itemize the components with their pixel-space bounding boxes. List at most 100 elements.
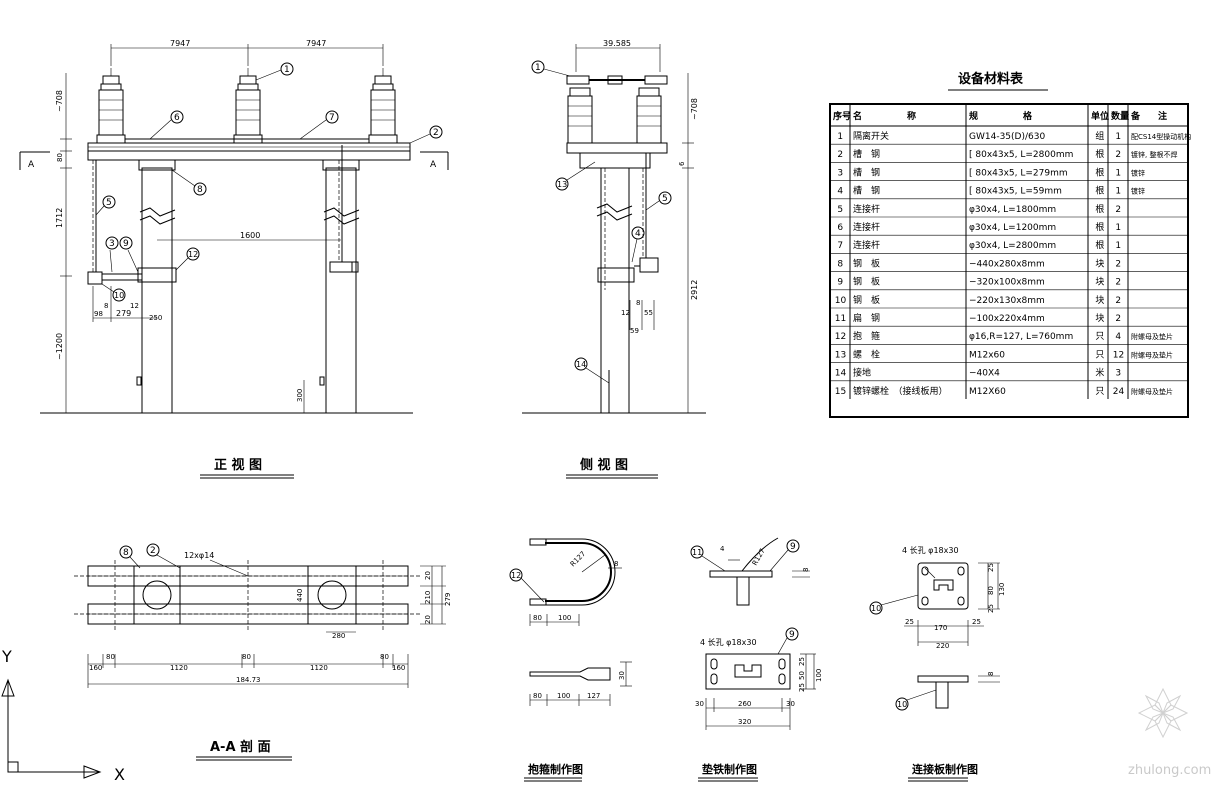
- blade-joint: [607, 75, 623, 85]
- front-view: 1600 7947 7947 ~708 80 1712 ~1200 A A 98…: [19, 39, 449, 479]
- dim-100-flat: 100: [557, 692, 570, 700]
- dim-80-a: 80: [106, 653, 115, 661]
- side-view: 39.585 ~708 6 2912 8 12 55 59 1 13 5 4 1…: [522, 39, 706, 479]
- dim-80-b: 80: [242, 653, 251, 661]
- dim-8: 8: [104, 302, 108, 310]
- clamp-detail: R127 8 12 80 100 30 80 100 127 抱箍制作图: [509, 538, 632, 782]
- ground-clamp: [319, 376, 325, 386]
- dim-279: 279: [444, 593, 452, 606]
- table-cell: 3: [1115, 369, 1121, 379]
- table-cell: 1: [837, 132, 843, 142]
- slot-hole: [957, 566, 965, 576]
- svg-text:2: 2: [150, 546, 156, 556]
- table-cell: 12: [1113, 350, 1124, 360]
- table-cell: [ 80x43x5, L=279mm: [969, 168, 1068, 178]
- table-cell: 2: [1115, 278, 1121, 288]
- dim-12: 12: [130, 302, 139, 310]
- table-cell: 只: [1095, 350, 1104, 360]
- table-cell: 4: [1115, 332, 1121, 342]
- table-cell: 2: [1115, 259, 1121, 269]
- table-cell: 配CS14型操动机构: [1131, 132, 1191, 141]
- y-axis-label: Y: [1, 647, 12, 666]
- x-arrow-icon: [83, 765, 102, 779]
- table-cell: φ30x4, L=2800mm: [969, 241, 1056, 251]
- plate-web: [933, 579, 954, 591]
- pad-arc: [741, 537, 779, 572]
- mechanism-box: [329, 261, 353, 273]
- svg-text:8: 8: [197, 185, 203, 195]
- dim-25-a: 25: [798, 657, 806, 666]
- dim-250: 250: [149, 314, 162, 322]
- pad-web-plan: [734, 664, 762, 678]
- table-cell: 2: [837, 150, 843, 160]
- balloon-3: 3: [105, 236, 119, 273]
- pad-plate: [709, 570, 773, 578]
- mount-plate: [579, 152, 651, 169]
- front-view-title: 正 视 图: [214, 457, 262, 473]
- balloon-4: 4: [631, 226, 645, 263]
- svg-text:3: 3: [109, 239, 115, 249]
- balloon-11: 11: [690, 545, 726, 572]
- crossarm-channel-lower: [87, 150, 411, 161]
- dim-160-b: 160: [392, 664, 405, 672]
- table-header-cell: 序号: [833, 110, 851, 122]
- balloon-1: 1: [255, 62, 294, 81]
- dim-50: 50: [798, 671, 806, 680]
- pole-right: [325, 167, 357, 414]
- table-cell: 抱 箍: [853, 330, 880, 342]
- table-cell: 槽 钢: [853, 166, 880, 178]
- table-cell: 10: [835, 296, 847, 306]
- dim-12: 12: [621, 309, 630, 317]
- dim-160-a: 160: [89, 664, 102, 672]
- slot-hole: [710, 658, 718, 670]
- table-frame: [829, 103, 1189, 418]
- pole-circle: [142, 580, 172, 610]
- balloon-5: 5: [95, 195, 116, 216]
- table-cell: 6: [837, 223, 843, 233]
- dim-20-top: 20: [424, 571, 432, 580]
- table-cell: 连接杆: [853, 203, 880, 215]
- table-cell: 15: [835, 387, 846, 397]
- table-cell: 24: [1113, 387, 1125, 397]
- watermark-logo-icon: [1137, 687, 1189, 739]
- dim-100: 100: [815, 669, 823, 682]
- table-cell: 钢 板: [853, 294, 880, 306]
- table-cell: 块: [1095, 312, 1104, 324]
- clamp-flat: [529, 667, 611, 681]
- pad-title: 垫铁制作图: [702, 762, 757, 776]
- side-view-title: 侧 视 图: [580, 457, 628, 473]
- clamp-band: [137, 267, 177, 283]
- watermark: zhulong.com: [1128, 687, 1211, 778]
- table-header-cell: 数量: [1111, 110, 1129, 122]
- svg-text:6: 6: [174, 113, 180, 123]
- balloon-9b: 9: [777, 627, 799, 655]
- balloon-6: 6: [149, 110, 184, 140]
- table-cell: 12: [835, 332, 846, 342]
- table-cell: 槽 钢: [853, 185, 880, 197]
- table-cell: 1: [1115, 132, 1121, 142]
- table-cell: 2: [1115, 314, 1121, 324]
- pad-web: [736, 576, 750, 606]
- dim-300: 300: [296, 389, 304, 402]
- table-cell: 1: [1115, 187, 1121, 197]
- dim-4: 4: [720, 545, 725, 553]
- plate-web-section: [935, 681, 949, 709]
- slot-hole: [778, 673, 786, 685]
- slot-hole: [710, 673, 718, 685]
- balloon-2: 2: [146, 543, 181, 569]
- dim-1200: ~1200: [55, 333, 64, 360]
- break-mark: [139, 215, 176, 225]
- table-cell: 连接杆: [853, 221, 880, 233]
- pad-holes-note: 4 长孔 φ18x30: [700, 637, 757, 647]
- table-cell: 根: [1095, 148, 1104, 160]
- dim-1120-b: 1120: [310, 664, 328, 672]
- balloon-7: 7: [299, 110, 339, 140]
- table-cell: 根: [1095, 203, 1104, 215]
- dim-r127: R127: [751, 547, 767, 567]
- table-cell: 4: [837, 187, 843, 197]
- svg-text:1: 1: [284, 65, 290, 75]
- section-aa: 12xφ14 8 2 20 210 20 279 440 280 80 80 8…: [74, 543, 452, 761]
- table-cell: 只: [1095, 387, 1104, 397]
